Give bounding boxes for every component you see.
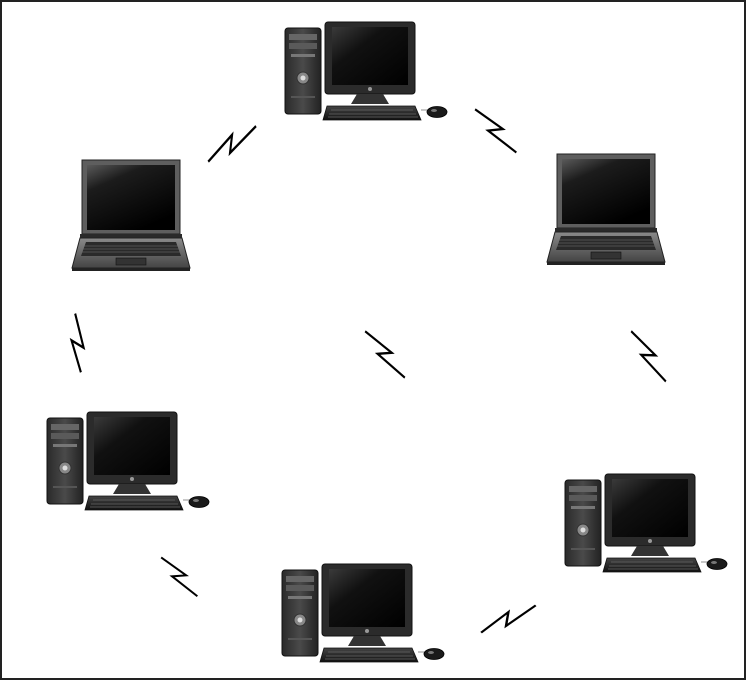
laptop-icon bbox=[71, 159, 191, 272]
wireless-link-bottom-right bbox=[480, 604, 536, 634]
node-desktop-bottom bbox=[281, 563, 445, 663]
wireless-link-top-left bbox=[207, 125, 257, 163]
node-laptop-left bbox=[71, 159, 191, 272]
desktop-computer-icon bbox=[564, 473, 728, 573]
wireless-link-bottom-left bbox=[161, 551, 198, 603]
wireless-link-bolt-icon bbox=[55, 313, 101, 373]
wireless-link-right bbox=[630, 327, 667, 386]
node-laptop-right bbox=[546, 153, 666, 266]
wireless-link-bolt-icon bbox=[474, 101, 517, 161]
wireless-link-bolt-icon bbox=[161, 551, 198, 603]
desktop-computer-icon bbox=[281, 563, 445, 663]
wireless-link-bolt-icon bbox=[480, 604, 536, 634]
wireless-link-bolt-icon bbox=[207, 125, 257, 163]
wireless-link-top-right bbox=[474, 101, 517, 161]
wireless-link-bolt-icon bbox=[630, 327, 667, 386]
desktop-computer-icon bbox=[46, 411, 210, 511]
wireless-link-bolt-icon bbox=[364, 324, 406, 385]
laptop-icon bbox=[546, 153, 666, 266]
node-desktop-left bbox=[46, 411, 210, 511]
desktop-computer-icon bbox=[284, 21, 448, 121]
wireless-link-center bbox=[364, 324, 406, 385]
wireless-link-left bbox=[55, 313, 101, 373]
node-desktop-right-bottom bbox=[564, 473, 728, 573]
node-desktop-top bbox=[284, 21, 448, 121]
